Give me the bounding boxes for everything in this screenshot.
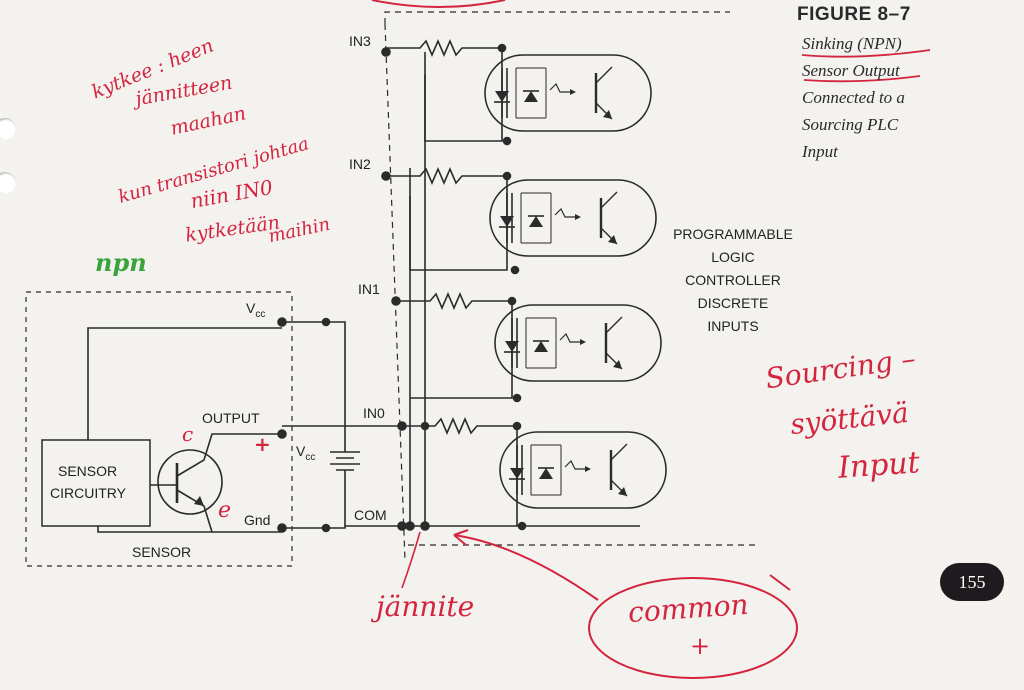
annotation-arrow <box>453 534 599 601</box>
caption-line: Connected to a <box>802 88 905 107</box>
sensor-circuitry-label: SENSOR <box>58 463 118 479</box>
sensor-label: SENSOR <box>132 544 192 560</box>
caption-line: Sinking (NPN) <box>802 34 902 53</box>
sensor-circuitry-label: CIRCUITRY <box>50 485 126 501</box>
handwritten-collector: c <box>182 422 194 446</box>
input-channel-in2 <box>386 166 657 275</box>
sensor-boundary <box>25 291 293 567</box>
handwritten-common-plus: + <box>690 632 711 660</box>
caption-line: Sensor Output <box>802 61 900 80</box>
underline-sensor <box>803 75 921 83</box>
input-label-in1: IN1 <box>358 281 380 297</box>
handwritten-emitter: e <box>218 498 232 523</box>
caption-line: Input <box>802 142 838 161</box>
underline-sinking <box>801 49 931 58</box>
input-label-in3: IN3 <box>349 33 371 49</box>
ink-arc <box>371 0 506 8</box>
caption-line: Sourcing PLC <box>802 115 899 134</box>
plc-label: PROGRAMMABLE LOGIC CONTROLLER DISCRETE I… <box>673 226 793 334</box>
output-label: OUTPUT <box>202 410 260 426</box>
handwritten-npn: npn <box>95 248 147 277</box>
supply-vcc-label: Vcc <box>296 443 316 463</box>
handwritten-sourcing: Input <box>836 445 921 486</box>
figure-number: FIGURE 8–7 <box>797 4 911 25</box>
page-number: 155 <box>940 563 1004 601</box>
handwritten-voltage: jännite <box>376 590 475 623</box>
sensor-circuitry-box <box>41 439 151 527</box>
input-channel-in0 <box>402 416 667 531</box>
punch-hole <box>0 172 16 194</box>
input-channel-in1 <box>396 291 662 403</box>
gnd-label: Gnd <box>244 512 271 528</box>
handwritten-plus: + <box>254 432 271 456</box>
common-circle <box>588 577 798 679</box>
npn-transistor <box>157 449 223 515</box>
input-label-in0: IN0 <box>363 405 385 421</box>
battery-symbol <box>330 451 360 471</box>
plc-boundary <box>384 11 730 24</box>
input-channel-in3 <box>386 38 652 146</box>
input-label-in2: IN2 <box>349 156 371 172</box>
punch-hole <box>0 118 16 140</box>
sensor-vcc-label: Vcc <box>246 300 266 320</box>
com-label: COM <box>354 507 387 523</box>
